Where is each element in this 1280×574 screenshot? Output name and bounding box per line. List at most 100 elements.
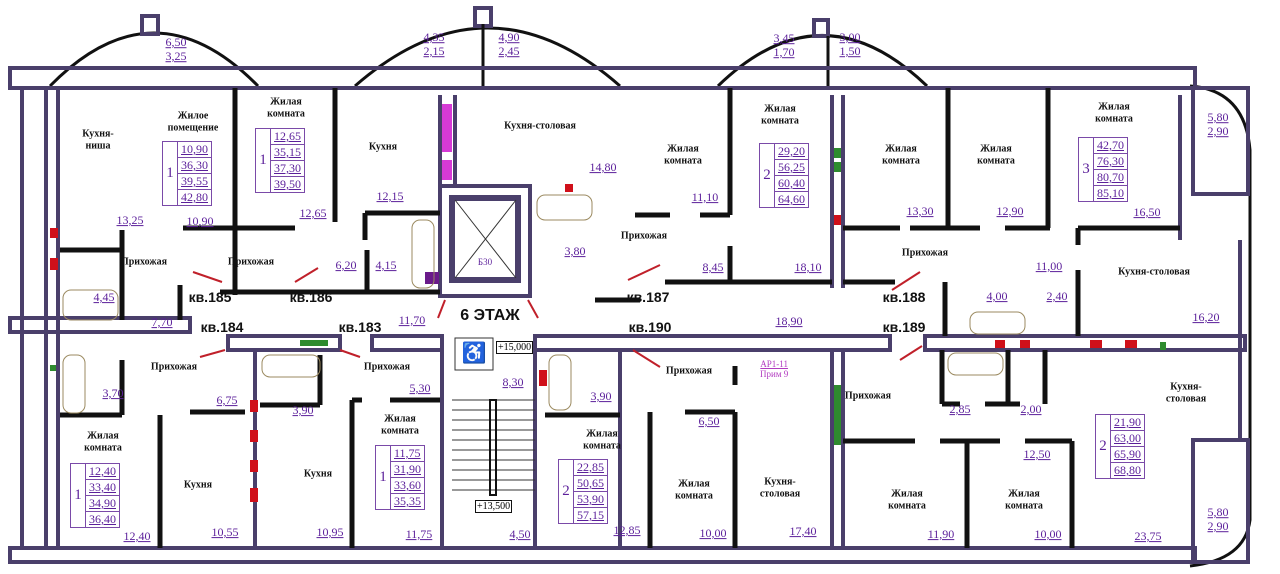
room-name: Жилая комната <box>664 143 702 167</box>
room-area: 10,00 <box>699 526 727 541</box>
floor-label: 6 ЭТАЖ <box>460 306 520 324</box>
room-area: 12,15 <box>376 189 404 204</box>
balcony-arc <box>354 26 621 88</box>
room-area: 2,85 <box>949 402 971 417</box>
apartment-number: кв.188 <box>882 288 926 305</box>
room-name: Жилая комната <box>675 478 713 502</box>
room-area: 16,50 <box>1133 205 1161 220</box>
room-name: Жилая комната <box>761 103 799 127</box>
room-area: 17,40 <box>789 524 817 539</box>
room-area: 12,85 <box>613 523 641 538</box>
room-name: Прихожая <box>150 361 198 373</box>
room-area: 7,70 <box>151 315 173 330</box>
room-area: 3,90 <box>590 389 612 404</box>
room-area: 11,70 <box>398 313 426 328</box>
room-name: Кухня-столовая <box>1118 266 1190 278</box>
room-area: 12,40 <box>123 529 151 544</box>
room-name: Жилая комната <box>888 488 926 512</box>
room-name: Жилая комната <box>267 96 305 120</box>
room-name: Кухня <box>303 468 333 480</box>
elevation-mark-top: +15,000 <box>496 341 534 354</box>
room-area: 3,70 <box>102 386 124 401</box>
room-area: 10,55 <box>211 525 239 540</box>
room-area: 3,80 <box>564 244 586 259</box>
room-area: 4,00 <box>986 289 1008 304</box>
apartment-number: кв.190 <box>628 318 672 335</box>
room-area: 6,20 <box>335 258 357 273</box>
room-area: 10,00 <box>1034 527 1062 542</box>
room-area: 10,95 <box>316 525 344 540</box>
room-area: 3,90 <box>292 403 314 418</box>
room-name: Прихожая <box>120 256 168 268</box>
wheelchair-icon: ♿ <box>461 342 487 365</box>
room-area: 4,15 <box>375 258 397 273</box>
room-area: 8,30 <box>502 375 524 390</box>
room-area: 12,90 <box>996 204 1024 219</box>
room-name: Жилая комната <box>977 143 1015 167</box>
room-name: Жилая комната <box>583 428 621 452</box>
room-name: Жилое помещение <box>167 110 219 134</box>
room-area: 18,90 <box>775 314 803 329</box>
room-area: 23,75 <box>1134 529 1162 544</box>
room-name: Прихожая <box>620 230 668 242</box>
room-name: Кухня- столовая <box>759 476 801 500</box>
room-area: 2,00 <box>1020 402 1042 417</box>
room-area: 8,45 <box>702 260 724 275</box>
room-name: Кухня <box>368 141 398 153</box>
room-area: 11,75 <box>405 527 433 542</box>
apartment-number: кв.186 <box>289 288 333 305</box>
room-area: 12,65 <box>299 206 327 221</box>
room-name: Жилая комната <box>381 413 419 437</box>
lift-label: Б30 <box>477 256 493 267</box>
room-name: Жилая комната <box>1095 101 1133 125</box>
room-name: Жилая комната <box>1005 488 1043 512</box>
apartment-number: кв.185 <box>188 288 232 305</box>
elevation-mark-bottom: +13,500 <box>475 500 513 513</box>
corner-balcony <box>1189 440 1252 568</box>
room-area: 18,10 <box>794 260 822 275</box>
room-area: 4,45 <box>93 290 115 305</box>
room-name: Прихожая <box>363 361 411 373</box>
room-area: 13,25 <box>116 213 144 228</box>
room-area: 2,40 <box>1046 289 1068 304</box>
room-name: Кухня- столовая <box>1165 381 1207 405</box>
room-name: Прихожая <box>227 256 275 268</box>
room-area: 11,00 <box>1035 259 1063 274</box>
room-area: 14,80 <box>589 160 617 175</box>
room-area: 12,50 <box>1023 447 1051 462</box>
room-name: Кухня- ниша <box>82 128 114 152</box>
balcony-arc <box>716 34 929 88</box>
room-area: 6,50 <box>698 414 720 429</box>
room-area: 4,50 <box>509 527 531 542</box>
room-area: 6,75 <box>216 393 238 408</box>
room-name: Прихожая <box>844 390 892 402</box>
room-area: 5,30 <box>409 381 431 396</box>
room-area: 16,20 <box>1192 310 1220 325</box>
apartment-number: кв.183 <box>338 318 382 335</box>
room-area: 13,30 <box>906 204 934 219</box>
room-name: Прихожая <box>901 247 949 259</box>
apartment-number: кв.184 <box>200 318 244 335</box>
room-name: Прихожая <box>665 365 713 377</box>
balcony-arc <box>48 31 260 88</box>
room-name: Жилая комната <box>84 430 122 454</box>
room-name: Кухня-столовая <box>504 120 576 132</box>
room-area: 10,90 <box>186 214 214 229</box>
